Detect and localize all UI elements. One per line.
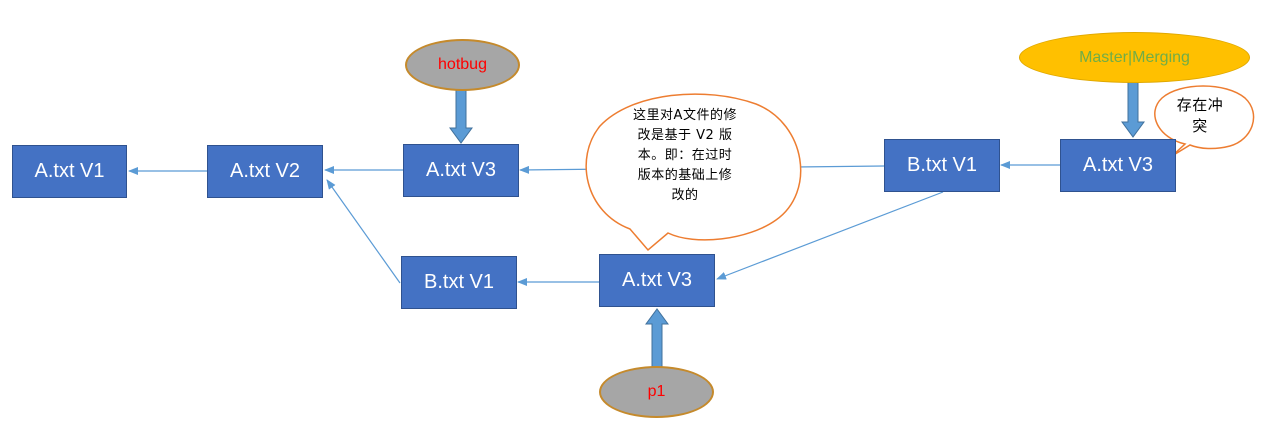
arrow-b-v1-branch-to-a-v2 bbox=[326, 179, 401, 284]
note-line: 改是基于 V2 版 bbox=[637, 128, 733, 143]
node-b-txt-v1-main: B.txt V1 bbox=[884, 139, 1000, 192]
node-a-txt-v3-hotbug: A.txt V3 bbox=[403, 144, 519, 197]
block-arrow-master bbox=[1121, 81, 1145, 138]
node-a-txt-v3-p1: A.txt V3 bbox=[599, 254, 715, 307]
conflict-callout-shape bbox=[1154, 85, 1255, 157]
node-b-txt-v1-branch: B.txt V1 bbox=[401, 256, 517, 309]
note-line: 本。即：在过时 bbox=[637, 148, 733, 163]
block-arrow-hotbug bbox=[449, 89, 473, 144]
conflict-line: 突 bbox=[1192, 117, 1208, 135]
branch-label-hotbug: hotbug bbox=[405, 39, 520, 91]
arrow-b-v1-main-to-a-v3-branch bbox=[716, 191, 944, 280]
conflict-line: 存在冲 bbox=[1176, 96, 1224, 114]
block-arrow-p1 bbox=[645, 308, 669, 369]
note-line: 版本的基础上修 bbox=[637, 168, 733, 183]
node-a-txt-v3-master: A.txt V3 bbox=[1060, 139, 1176, 192]
node-a-txt-v2: A.txt V2 bbox=[207, 145, 323, 198]
note-callout-shape bbox=[585, 93, 802, 252]
note-callout-text: 这里对A文件的修 改是基于 V2 版 本。即：在过时 版本的基础上修 改的 bbox=[610, 106, 760, 206]
node-a-txt-v1: A.txt V1 bbox=[12, 145, 127, 198]
note-line: 改的 bbox=[671, 188, 699, 203]
conflict-callout-text: 存在冲 突 bbox=[1160, 95, 1240, 137]
note-line: 这里对A文件的修 bbox=[633, 108, 737, 123]
branch-label-p1: p1 bbox=[599, 366, 714, 418]
branch-label-master-merging: Master|Merging bbox=[1019, 32, 1250, 83]
